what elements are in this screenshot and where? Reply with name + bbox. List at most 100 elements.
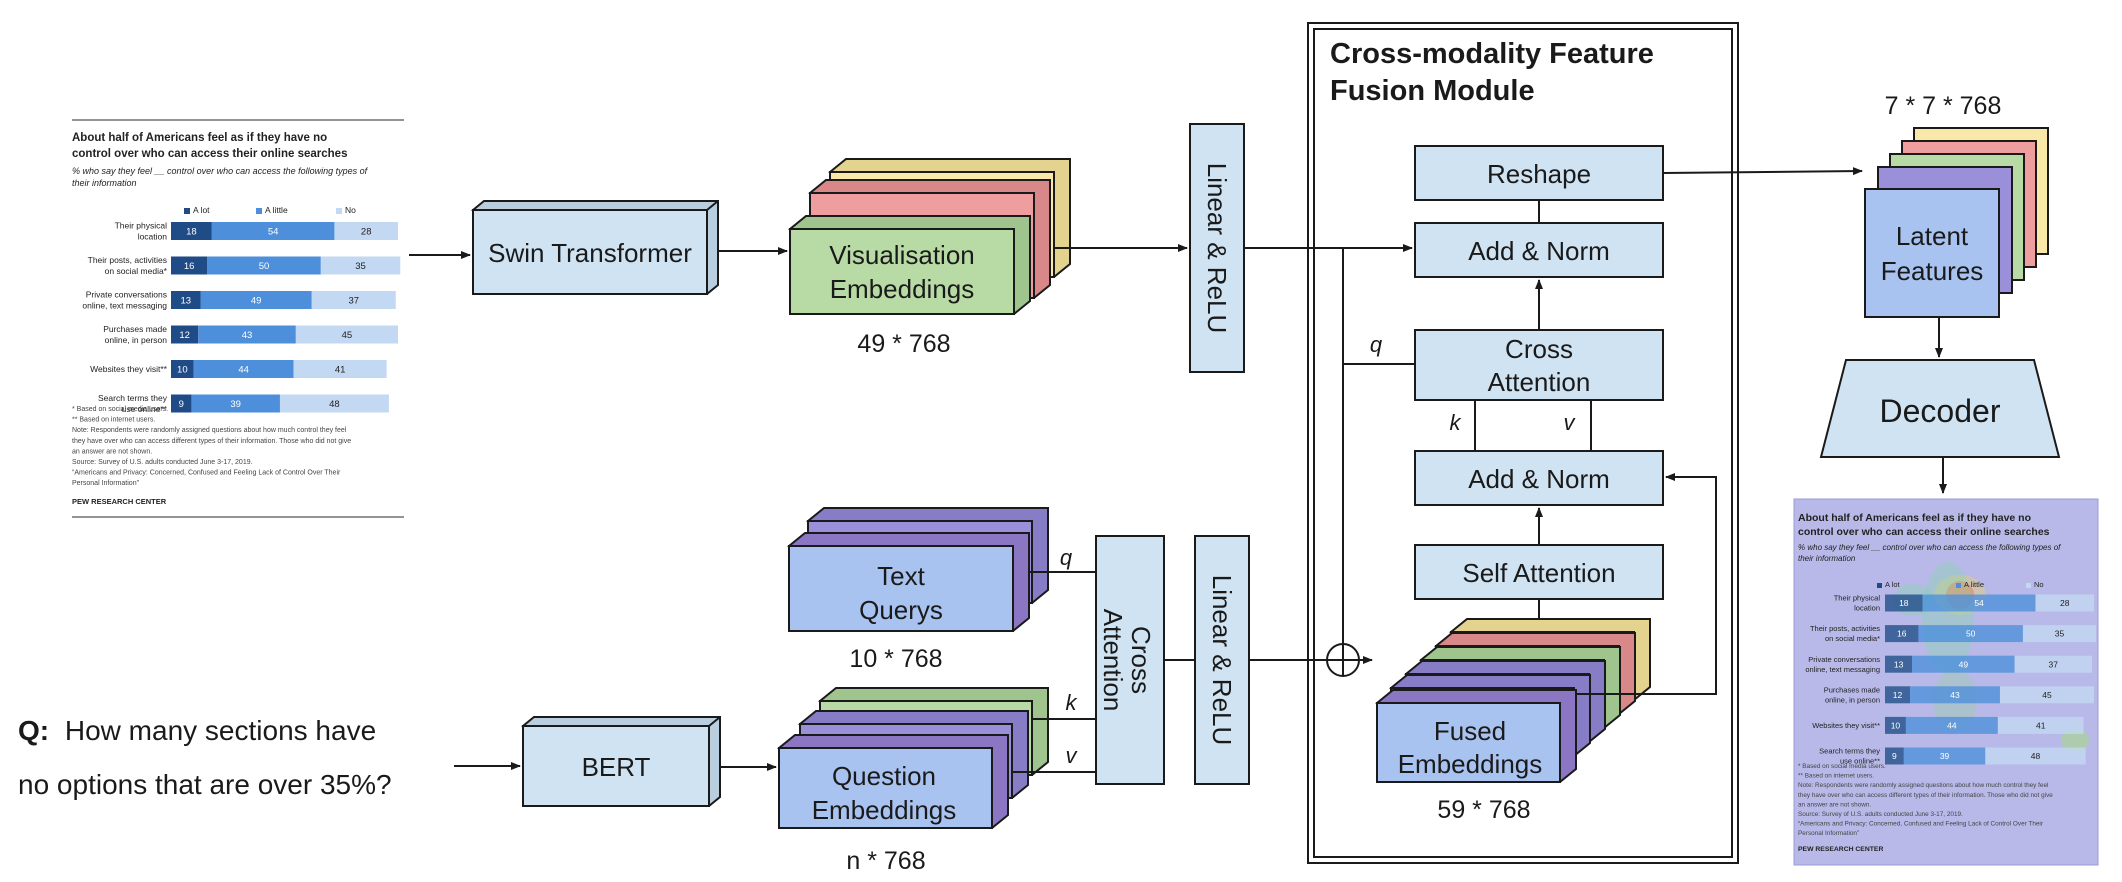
source-chart-title-2: control over who can access their online…: [72, 148, 347, 160]
bar-value-label: 50: [259, 261, 270, 272]
cross-attention-left-block: Cross Attention: [1095, 535, 1165, 785]
heatmap-legend: A lot A little No: [1877, 580, 2044, 589]
category-label: Purchases made: [103, 324, 167, 334]
bar-segment: [2022, 625, 2097, 643]
add-circle: [1326, 643, 1360, 677]
fused-layer-front: [1375, 689, 1577, 784]
bar-value-label: 35: [355, 261, 366, 272]
bar-value-label: 37: [348, 295, 359, 306]
bar-segment: [200, 291, 312, 309]
bar-segment: [171, 360, 194, 378]
q-label-fusion: q: [1370, 332, 1383, 357]
question-text: Q: How many sections have no options tha…: [18, 715, 392, 800]
category-label: Search terms they: [98, 393, 168, 403]
category-label: use online**: [1840, 757, 1880, 766]
latent-layer-front: [1864, 188, 2000, 318]
category-label: online, text messaging: [1805, 665, 1880, 674]
bar-value-label: 54: [268, 226, 279, 237]
bar-value-label: 39: [230, 399, 241, 410]
source-chart-subtitle-2: their information: [72, 178, 137, 188]
category-label: Purchases made: [1824, 685, 1880, 694]
bar-value-label: 35: [2055, 629, 2065, 639]
bar-value-label: 9: [1892, 751, 1897, 761]
swin-transformer-label: Swin Transformer: [488, 238, 692, 268]
bar-segment: [191, 394, 280, 413]
bar-segment: [1910, 686, 2000, 704]
category-label: online, text messaging: [82, 300, 167, 310]
question-emb-label-1: Question: [832, 761, 936, 791]
footnote-line: Personal Information”: [72, 480, 140, 487]
footnote-line: ** Based on internet users.: [1798, 773, 1874, 780]
category-label: location: [1854, 604, 1880, 613]
text-query-dimension: 10 * 768: [849, 645, 942, 673]
bar-segment: [2014, 655, 2092, 673]
bar-segment: [1903, 747, 1986, 765]
connectors: q k v q k v: [409, 167, 1947, 773]
cross-attention-fusion-label-1: Cross: [1505, 334, 1573, 364]
category-label: online, in person: [105, 335, 168, 345]
visualisation-embeddings-stack: Visualisation Embeddings 49 * 768: [788, 158, 1071, 358]
source-chart-footnotes: * Based on social media users.** Based o…: [72, 406, 351, 487]
bar-value-label: 41: [2036, 720, 2046, 730]
heatmap-title-2: control over who can access their online…: [1798, 526, 2050, 538]
bar-segment: [1885, 594, 1923, 612]
legend-label-2: No: [2034, 580, 2044, 589]
bar-segment: [334, 222, 398, 240]
bar-value-label: 12: [1893, 690, 1903, 700]
bar-value-label: 44: [238, 364, 249, 375]
fused-dimension: 59 * 768: [1437, 796, 1530, 824]
fusion-module-frame: Cross-modality Feature Fusion Module: [1307, 22, 1739, 864]
bar-segment: [293, 360, 387, 378]
footnote-line: they have over who can access different …: [72, 438, 351, 445]
bar-value-label: 10: [177, 364, 188, 375]
bar-segment: [1905, 716, 1998, 734]
category-label: Websites they visit**: [90, 364, 168, 374]
bar-value-label: 12: [179, 330, 190, 341]
text-queries-stack: Text Querys 10 * 768: [787, 507, 1049, 673]
legend-label-1: A little: [265, 205, 288, 215]
category-label: on social media*: [105, 266, 168, 276]
heatmap-brand: PEW RESEARCH CENTER: [1798, 846, 1883, 853]
question-line-1: How many sections have: [65, 715, 376, 746]
category-label: Websites they visit**: [1812, 721, 1880, 730]
footnote-line: Source: Survey of U.S. adults conducted …: [72, 459, 253, 466]
latent-label-2: Features: [1881, 256, 1984, 286]
svg-text:Q: How many sections hav: Q: How many sections have: [18, 715, 376, 746]
cross-attention-fusion-block: Cross Attention: [1414, 329, 1664, 401]
legend-swatch-0: [1877, 583, 1882, 588]
source-chart-brand: PEW RESEARCH CENTER: [72, 497, 167, 506]
v-label-left: v: [1066, 743, 1079, 768]
cross-attention-left-label-1: Cross: [1126, 626, 1156, 694]
bar-value-label: 54: [1974, 598, 1984, 608]
question-embeddings-stack: Question Embeddings n * 768: [777, 687, 1049, 875]
legend-swatch-0: [184, 208, 190, 214]
legend-label-1: A little: [1964, 580, 1984, 589]
category-label: Search terms they: [1819, 747, 1880, 756]
text-query-layer-front: [787, 532, 1030, 633]
legend-label-0: A lot: [1885, 580, 1901, 589]
fused-label-1: Fused: [1434, 716, 1506, 746]
linear-relu-bottom-label: Linear & ReLU: [1207, 575, 1237, 746]
decoder-block: Decoder: [1819, 359, 2061, 458]
bar-segment: [171, 394, 192, 413]
bar-value-label: 48: [329, 399, 340, 410]
decoder-label: Decoder: [1880, 393, 2001, 429]
heatmap-subtitle-1: % who say they feel __ control over who …: [1798, 543, 2061, 552]
reshape-label: Reshape: [1487, 159, 1591, 189]
bar-value-label: 18: [186, 226, 197, 237]
linear-relu-bottom-block: Linear & ReLU: [1194, 535, 1250, 785]
bar-value-label: 43: [242, 330, 253, 341]
source-chart-subtitle-1: % who say they feel __ control over who …: [72, 166, 369, 176]
bar-value-label: 43: [1950, 690, 1960, 700]
footnote-line: an answer are not shown.: [1798, 801, 1871, 808]
question-emb-dimension: n * 768: [846, 847, 925, 875]
bar-segment: [1985, 747, 2086, 765]
linear-relu-top-label: Linear & ReLU: [1202, 163, 1232, 334]
cross-attention-left-label-2: Attention: [1098, 609, 1128, 712]
bar-segment: [171, 256, 208, 275]
bar-segment: [295, 325, 398, 344]
self-attention-block: Self Attention: [1414, 544, 1664, 600]
cross-attention-fusion-label-2: Attention: [1488, 367, 1591, 397]
arrow-residual: [1577, 473, 1717, 695]
bar-value-label: 28: [361, 226, 372, 237]
